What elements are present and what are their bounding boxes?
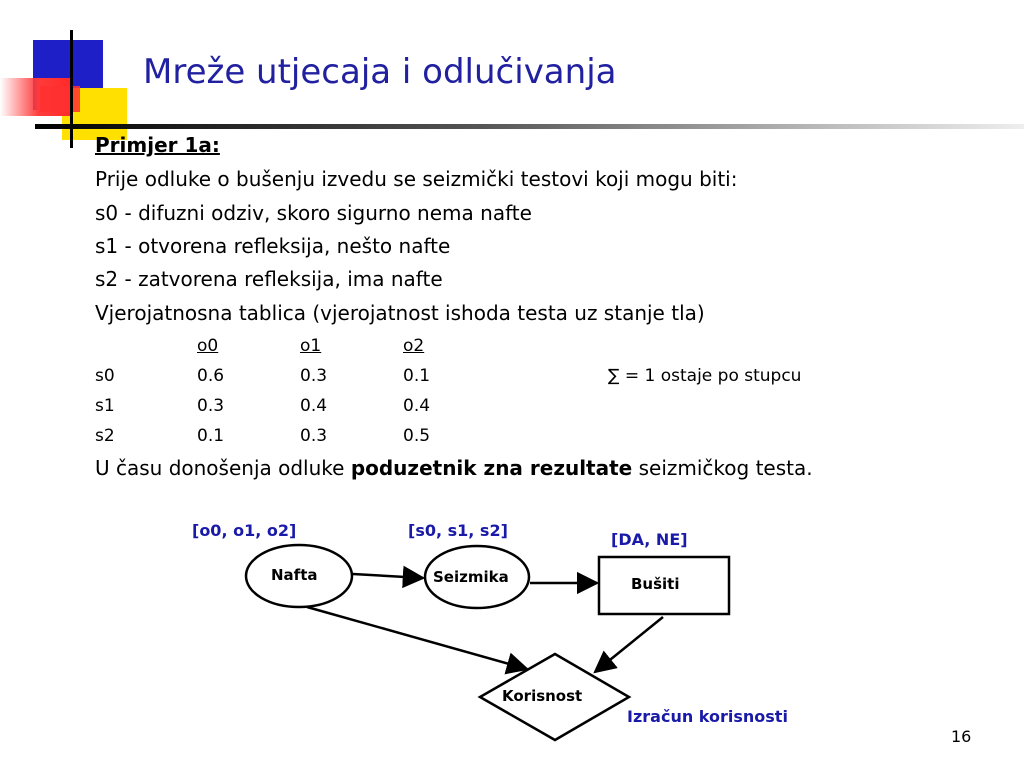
node-busiti-label: Bušiti <box>631 575 680 593</box>
table-header-o0: o0 <box>197 336 219 356</box>
seizmika-domain-label: [s0, s1, s2] <box>408 521 508 540</box>
table-cell: 0.1 <box>403 366 431 386</box>
korisnost-annotation: Izračun korisnosti <box>627 707 788 726</box>
page-number: 16 <box>951 727 972 746</box>
table-cell: 0.4 <box>403 396 431 416</box>
node-korisnost-diamond <box>477 652 632 742</box>
table-row-label: s2 <box>95 426 115 446</box>
table-cell: 0.4 <box>300 396 328 416</box>
node-nafta-ellipse <box>244 543 354 609</box>
example-heading: Primjer 1a: <box>95 133 220 157</box>
node-seizmika-label: Seizmika <box>433 568 509 586</box>
decor-red-square <box>40 86 80 112</box>
table-cell: 0.3 <box>300 366 328 386</box>
table-cell: 0.6 <box>197 366 225 386</box>
table-header-o2: o2 <box>403 336 425 356</box>
table-row-label: s0 <box>95 366 115 386</box>
edge-nafta-korisnost <box>306 605 530 675</box>
intro-text: Prije odluke o bušenju izvedu se seizmič… <box>95 167 738 191</box>
title-underline-rule <box>35 124 1024 129</box>
edge-nafta-seizmika <box>352 565 426 589</box>
state-s0-description: s0 - difuzni odziv, skoro sigurno nema n… <box>95 201 532 225</box>
conclusion-text: U času donošenja odluke poduzetnik zna r… <box>95 456 813 480</box>
slide-title: Mreže utjecaja i odlučivanja <box>143 52 617 92</box>
conclusion-text-bold: poduzetnik zna rezultate <box>350 456 633 480</box>
table-intro-text: Vjerojatnosna tablica (vjerojatnost isho… <box>95 301 705 325</box>
conclusion-text-end: seizmičkog testa. <box>632 456 813 480</box>
edge-busiti-korisnost <box>593 616 664 674</box>
nafta-domain-label: [o0, o1, o2] <box>192 521 297 540</box>
state-s1-description: s1 - otvorena refleksija, nešto nafte <box>95 234 451 258</box>
table-header-o1: o1 <box>300 336 322 356</box>
table-sum-note: ∑ = 1 ostaje po stupcu <box>608 366 802 386</box>
node-busiti-rect <box>597 555 731 616</box>
busiti-domain-label: [DA, NE] <box>611 530 688 549</box>
table-cell: 0.3 <box>197 396 225 416</box>
decor-vertical-line <box>70 30 73 148</box>
table-row-label: s1 <box>95 396 115 416</box>
table-cell: 0.5 <box>403 426 431 446</box>
node-nafta-label: Nafta <box>271 566 318 584</box>
state-s2-description: s2 - zatvorena refleksija, ima nafte <box>95 267 443 291</box>
table-cell: 0.3 <box>300 426 328 446</box>
table-cell: 0.1 <box>197 426 225 446</box>
node-korisnost-label: Korisnost <box>502 687 583 705</box>
conclusion-text-start: U času donošenja odluke <box>95 456 351 480</box>
